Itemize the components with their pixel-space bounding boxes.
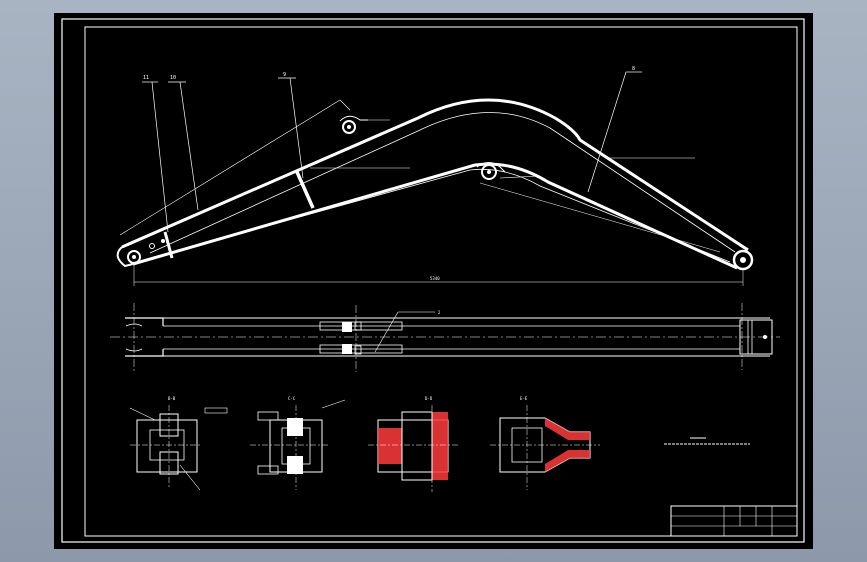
boom-foot-end xyxy=(116,246,134,268)
plan-boss-left xyxy=(125,323,143,352)
section-title-d: D-D xyxy=(425,396,433,401)
part-balloon-11: 11 xyxy=(143,75,149,81)
section-c-flange-bottom xyxy=(257,465,279,475)
leader-c xyxy=(499,175,541,179)
plan-head-mark xyxy=(763,335,767,339)
part-balloon-10: 10 xyxy=(170,75,176,81)
leader-9 xyxy=(289,77,304,179)
section-c-flange-top xyxy=(257,411,279,421)
section-b-outer xyxy=(136,419,198,473)
title-block xyxy=(670,505,798,537)
section-view-c: C-C xyxy=(250,396,346,490)
boom-web-line-upper xyxy=(149,112,736,254)
boom-head-pin-center xyxy=(740,257,746,263)
leader-8 xyxy=(587,71,627,193)
section-d-hatch-right xyxy=(432,412,448,480)
boom-foot-hole-2 xyxy=(161,239,165,243)
section-title-b: B-B xyxy=(168,396,176,401)
plan-lug-bottom-pin xyxy=(342,344,352,354)
leader-2-plan xyxy=(374,311,399,353)
section-c-lug-top xyxy=(287,418,303,436)
section-c-lug-bottom xyxy=(287,456,303,474)
section-e-hatch-bottom xyxy=(545,450,590,472)
plan-lug-bottom-nut xyxy=(354,345,362,355)
dimension-total-text: 5340 xyxy=(430,276,440,281)
section-title-c: C-C xyxy=(288,396,296,401)
plan-head-block xyxy=(739,319,773,355)
section-title-e: E-E xyxy=(520,396,528,401)
section-b-weld-symbol xyxy=(204,407,228,414)
part-balloon-9: 9 xyxy=(283,72,286,78)
boom-upper-flange xyxy=(121,98,749,252)
cylinder-lug-lower-center xyxy=(487,170,491,174)
part-balloon-2-plan: 2 xyxy=(438,310,441,315)
boom-head-pin xyxy=(732,249,754,271)
sheet-border-inner xyxy=(84,26,798,537)
construction-line-1-end xyxy=(339,99,351,111)
plan-lug-top-pin xyxy=(342,322,352,332)
stiffener-plate-1 xyxy=(163,231,174,259)
cylinder-lug-upper-center xyxy=(347,125,351,129)
section-view-d: D-D xyxy=(368,396,458,492)
section-e-hatch-top xyxy=(545,418,590,440)
boom-lower-flange xyxy=(132,162,738,270)
boom-plan-view: 2 xyxy=(110,303,780,372)
section-view-b: B-B xyxy=(129,396,228,491)
sheet-border-outer xyxy=(61,18,805,543)
boom-elevation-view: 5340 11 10 9 8 xyxy=(116,66,754,286)
centerline-forearm xyxy=(479,182,721,253)
section-c-leader xyxy=(321,399,346,409)
construction-line-1 xyxy=(119,99,341,236)
cylinder-lug-upper xyxy=(342,120,356,134)
plan-lug-top-nut xyxy=(354,321,362,331)
part-balloon-8: 8 xyxy=(632,66,635,72)
title-block-frame xyxy=(670,505,798,537)
lug-bracket-lower xyxy=(476,162,506,173)
lug-bracket-upper xyxy=(339,115,368,122)
stiffener-plate-2 xyxy=(295,171,315,209)
section-b-leader xyxy=(129,407,156,421)
plan-fork-left xyxy=(125,317,164,357)
boom-web-line-lower xyxy=(149,169,731,263)
technical-notes xyxy=(664,437,750,445)
boom-foot-pin xyxy=(127,250,141,264)
cylinder-lug-lower xyxy=(481,164,497,180)
section-b-leader-2 xyxy=(179,464,201,491)
boom-foot-pin-center xyxy=(132,255,136,259)
section-view-e: E-E xyxy=(490,396,600,490)
boom-foot-hole xyxy=(149,243,155,249)
section-d-hatch-left xyxy=(378,428,402,464)
